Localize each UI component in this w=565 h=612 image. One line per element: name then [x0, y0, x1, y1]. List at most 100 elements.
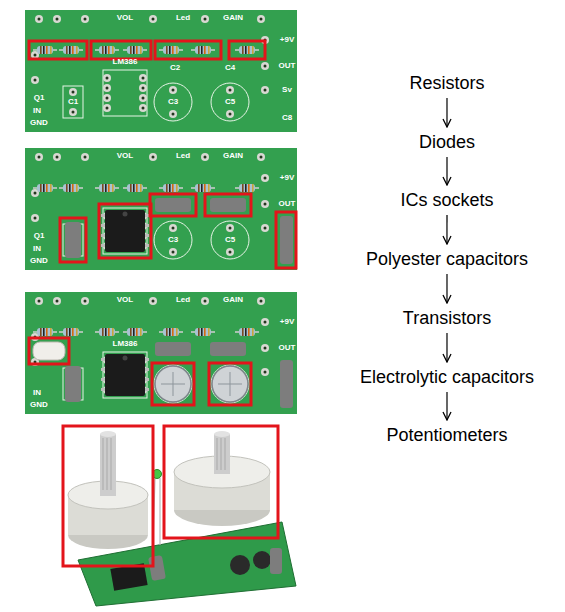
illustration-part	[25, 148, 297, 270]
silkscreen-label: OUT	[279, 344, 296, 352]
illustration-part	[253, 551, 271, 569]
pcb-finished	[63, 426, 296, 606]
silkscreen-label: GND	[30, 401, 48, 409]
silkscreen-label: OUT	[279, 200, 296, 208]
silkscreen-label: VOL	[117, 14, 133, 22]
silkscreen-label: C4	[225, 64, 235, 72]
flow-arrow	[446, 98, 447, 127]
silkscreen-label: Led	[176, 296, 190, 304]
flow-arrow	[446, 333, 447, 362]
step-label: Diodes	[419, 131, 475, 153]
step-box: ICs sockets	[396, 188, 497, 212]
illustration-part	[205, 194, 251, 216]
illustration-part	[214, 434, 230, 474]
silkscreen-label: LM386	[113, 58, 138, 66]
step-label: Transistors	[403, 307, 491, 329]
highlight-box	[29, 41, 265, 59]
step-label: ICs sockets	[400, 189, 493, 211]
highlight-box	[29, 338, 251, 405]
illustration-part	[29, 41, 87, 59]
silkscreen-label: GAIN	[223, 14, 243, 22]
illustration-part	[212, 366, 248, 402]
illustration-part	[100, 434, 116, 496]
illustration-part	[99, 204, 151, 258]
silkscreen-label: OUT	[279, 62, 296, 70]
silkscreen-label: C1	[68, 98, 78, 106]
illustration-part	[230, 555, 250, 575]
pcb-stage-3	[25, 292, 297, 414]
illustration-part	[164, 426, 278, 538]
pcb-stage-1	[25, 10, 297, 132]
step-box: Electrolytic capacitors	[356, 365, 538, 389]
illustration-part	[25, 10, 297, 132]
illustration-part	[159, 478, 160, 545]
illustration-part	[63, 426, 153, 566]
illustration-part	[33, 342, 65, 360]
illustration-part	[60, 218, 86, 262]
silkscreen-label: GND	[30, 257, 48, 265]
illustration-part	[218, 372, 242, 396]
silkscreen-label: Led	[176, 14, 190, 22]
silkscreen-label: C3	[168, 98, 178, 106]
illustration-part	[100, 431, 116, 437]
silkscreen-label: Q1	[34, 94, 45, 102]
illustration-part	[101, 210, 149, 252]
silkscreen-label: +9V	[280, 36, 294, 44]
illustration-part	[148, 555, 166, 581]
illustration-part	[161, 372, 185, 396]
silkscreen-label: C2	[170, 64, 180, 72]
silkscreen-label: C3	[168, 236, 178, 244]
illustration-part	[29, 338, 69, 364]
silkscreen-label: LM386	[113, 340, 138, 348]
silkscreen-label: C5	[225, 98, 235, 106]
silkscreen-label: VOL	[117, 152, 133, 160]
illustration-part	[276, 212, 296, 268]
illustration-part	[229, 41, 265, 59]
illustration-part	[217, 438, 225, 470]
step-label: Electrolytic capacitors	[360, 366, 534, 388]
flow-arrow	[446, 392, 447, 420]
highlight-box	[60, 194, 296, 268]
step-label: Potentiometers	[386, 424, 507, 446]
flow-arrow	[446, 274, 447, 303]
step-label: Polyester capacitors	[366, 248, 528, 270]
silkscreen-label: GAIN	[223, 296, 243, 304]
step-label: Resistors	[409, 72, 484, 94]
illustration-part	[91, 41, 151, 59]
silkscreen-label: GND	[30, 119, 48, 127]
illustration-part	[25, 292, 297, 414]
step-box: Potentiometers	[382, 423, 511, 447]
step-box: Diodes	[415, 130, 479, 154]
illustration-part	[209, 363, 251, 405]
illustration-part	[270, 548, 282, 574]
silkscreen-label: Sv	[282, 86, 292, 94]
step-box: Transistors	[399, 306, 495, 330]
silkscreen-label: GAIN	[223, 152, 243, 160]
step-box: Resistors	[405, 71, 488, 95]
illustration-part	[155, 41, 221, 59]
illustration-part	[103, 438, 111, 490]
illustration-part	[152, 363, 194, 405]
silkscreen-label: Led	[176, 152, 190, 160]
illustration-part	[150, 194, 196, 216]
step-box: Polyester capacitors	[362, 247, 532, 271]
illustration-part	[155, 366, 191, 402]
silkscreen-label: IN	[33, 107, 41, 115]
illustration-part	[101, 354, 149, 396]
illustration-part	[214, 431, 230, 437]
silkscreen-label: IN	[33, 245, 41, 253]
silkscreen-label: C8	[282, 114, 292, 122]
illustration-part	[65, 342, 293, 408]
silkscreen-label: +9V	[280, 174, 294, 182]
flow-arrow	[446, 157, 447, 185]
silkscreen-label: IN	[33, 389, 41, 397]
silkscreen-label: Q1	[34, 232, 45, 240]
highlight-box	[63, 426, 278, 566]
flow-arrow	[446, 215, 447, 244]
silkscreen-label: +9V	[280, 318, 294, 326]
silkscreen-label: C5	[225, 236, 235, 244]
silkscreen-label: VOL	[117, 296, 133, 304]
pcb-stage-2	[25, 148, 297, 270]
illustration-part	[65, 198, 293, 264]
